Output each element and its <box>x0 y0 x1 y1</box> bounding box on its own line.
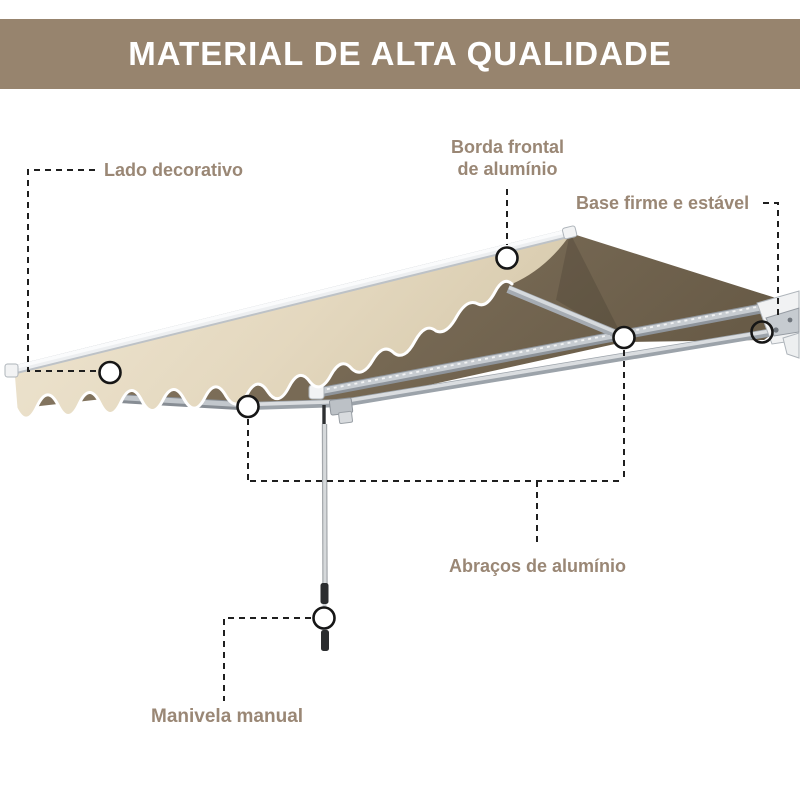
marker-abraco-central <box>612 325 636 350</box>
left-fold-arm <box>109 393 249 411</box>
label-borda-frontal-line2: de alumínio <box>457 159 558 179</box>
header-banner: MATERIAL DE ALTA QUALIDADE <box>0 19 800 89</box>
valance-trim <box>11 279 514 420</box>
front-bar <box>4 225 578 378</box>
fabric-ridge-shadow <box>556 233 624 340</box>
callout-line-base <box>763 202 779 319</box>
roller-tube <box>308 298 791 400</box>
marker-borda-frontal <box>495 246 519 270</box>
callout-line-lado <box>27 169 97 372</box>
label-lado-decorativo: Lado decorativo <box>104 160 244 180</box>
callout-lines <box>27 169 779 701</box>
label-borda-frontal-line1: Borda frontal <box>450 137 564 157</box>
right-fold-arm <box>506 285 628 342</box>
callout-line-manivela <box>223 617 311 701</box>
label-base-firme: Base firme e estável <box>576 193 750 213</box>
header-title: MATERIAL DE ALTA QUALIDADE <box>128 35 672 72</box>
marker-lado-decorativo <box>98 360 122 385</box>
marker-abraco-esquerdo <box>236 394 260 419</box>
callout-markers <box>98 246 774 630</box>
marker-base-firme <box>750 320 774 344</box>
label-manivela: Manivela manual <box>151 706 304 727</box>
awning-valance <box>13 232 572 419</box>
label-abracos: Abraços de alumínio <box>449 556 627 576</box>
marker-manivela <box>312 606 336 630</box>
crank-assembly <box>320 397 354 651</box>
label-borda-frontal: Borda frontal de alumínio <box>420 136 595 180</box>
